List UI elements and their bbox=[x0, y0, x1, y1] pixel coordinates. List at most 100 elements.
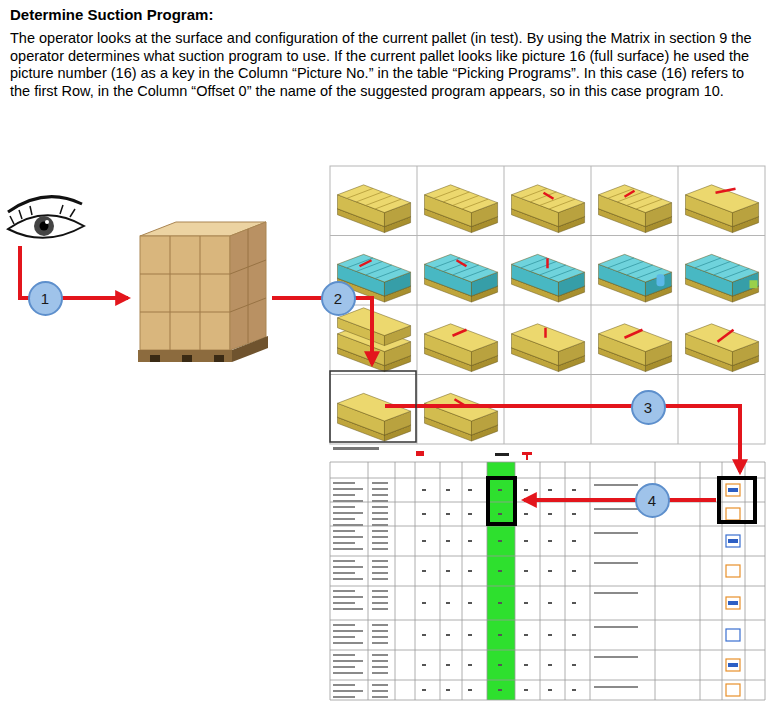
cell-dot bbox=[446, 664, 450, 666]
green-column bbox=[487, 462, 515, 700]
cell-scribble bbox=[333, 488, 363, 490]
cell-dot bbox=[468, 689, 472, 691]
cell-scribble bbox=[333, 654, 355, 656]
cell-scribble bbox=[333, 524, 363, 526]
table-line bbox=[700, 462, 701, 700]
cell-scribble bbox=[333, 608, 363, 610]
eyelash bbox=[60, 205, 63, 214]
icon-frame bbox=[726, 565, 740, 577]
cell-dot bbox=[548, 513, 552, 515]
table-line bbox=[330, 650, 765, 651]
red-mark bbox=[625, 330, 643, 338]
callout-text: 4 bbox=[648, 492, 656, 509]
table-line bbox=[368, 462, 369, 700]
box-side bbox=[230, 222, 266, 350]
cell-dot bbox=[572, 513, 576, 515]
cell-scribble bbox=[372, 590, 388, 592]
pallet-picture bbox=[425, 185, 498, 233]
cell-dot bbox=[498, 634, 502, 636]
icon-frame bbox=[726, 684, 740, 696]
pallet-picture bbox=[599, 254, 672, 302]
pallet-picture bbox=[599, 324, 672, 372]
box-seam bbox=[200, 236, 201, 350]
icon-frame bbox=[726, 597, 740, 609]
pallet-picture bbox=[686, 254, 759, 302]
cell-dot bbox=[446, 513, 450, 515]
table-line bbox=[395, 462, 396, 700]
table-line bbox=[330, 478, 765, 479]
cell-scribble bbox=[372, 542, 388, 544]
box-top bbox=[686, 254, 759, 282]
icon-bar bbox=[728, 488, 738, 492]
pallet-picture bbox=[512, 324, 585, 372]
highlight-frame bbox=[488, 478, 515, 524]
highlight bbox=[45, 220, 49, 224]
cell-scribble bbox=[333, 500, 363, 502]
callout-number: 1 bbox=[28, 281, 63, 316]
highlight-frame bbox=[330, 371, 416, 442]
box-top bbox=[512, 254, 585, 282]
cell-dot bbox=[548, 540, 552, 542]
cell-dot bbox=[446, 602, 450, 604]
table-line bbox=[330, 462, 765, 463]
cell-scribble bbox=[333, 548, 363, 550]
load-line bbox=[462, 269, 488, 279]
cell-dot bbox=[446, 689, 450, 691]
load-line bbox=[723, 269, 749, 279]
pallet-picture bbox=[512, 185, 585, 233]
cell-dot bbox=[422, 540, 426, 542]
pallet-picture bbox=[686, 324, 759, 372]
cell-scribble bbox=[372, 630, 388, 632]
pallet-picture bbox=[599, 185, 672, 233]
cell-dot bbox=[572, 570, 576, 572]
box-top bbox=[425, 324, 498, 352]
callout-text: 2 bbox=[334, 290, 342, 307]
table-line bbox=[590, 462, 591, 700]
red-mark bbox=[457, 260, 467, 266]
cell-dot bbox=[468, 664, 472, 666]
box-seam bbox=[230, 298, 266, 312]
load-line bbox=[549, 269, 575, 279]
cell-scribble bbox=[594, 532, 638, 534]
cell-dot bbox=[422, 634, 426, 636]
table-title-bar bbox=[333, 447, 379, 450]
cell-scribble bbox=[594, 592, 638, 594]
pallet-picture bbox=[425, 393, 498, 441]
pallet-base-side bbox=[232, 336, 268, 362]
load-line bbox=[375, 269, 401, 279]
red-mark bbox=[453, 330, 467, 336]
table-line bbox=[330, 556, 765, 557]
pallet-picture bbox=[338, 308, 411, 372]
flow-arrow bbox=[524, 498, 716, 502]
cell-dot bbox=[422, 489, 426, 491]
icon-frame bbox=[726, 508, 740, 520]
cell-scribble bbox=[333, 596, 363, 598]
cell-scribble bbox=[372, 566, 388, 568]
cell-scribble bbox=[594, 626, 638, 628]
table-line bbox=[565, 462, 566, 700]
eyelash bbox=[70, 209, 75, 217]
cell-scribble bbox=[372, 524, 388, 526]
callout-text: 1 bbox=[41, 290, 49, 307]
cell-scribble bbox=[333, 672, 363, 674]
cell-scribble bbox=[372, 578, 388, 580]
picture-matrix bbox=[330, 166, 765, 444]
cell-scribble bbox=[333, 696, 355, 698]
pallet-picture bbox=[338, 393, 411, 441]
icon-frame bbox=[726, 659, 740, 671]
cell-dot bbox=[498, 540, 502, 542]
pallet-picture bbox=[686, 185, 759, 233]
box-top bbox=[599, 324, 672, 352]
cell-dot bbox=[524, 664, 528, 666]
cell-dot bbox=[548, 489, 552, 491]
cell-dot bbox=[572, 602, 576, 604]
box-top bbox=[512, 185, 585, 213]
icon-frame bbox=[726, 629, 740, 641]
cell-scribble bbox=[372, 596, 388, 598]
cell-scribble bbox=[372, 684, 388, 686]
matrix-line bbox=[330, 235, 765, 236]
callout-text: 3 bbox=[644, 399, 652, 416]
iris bbox=[34, 216, 54, 236]
